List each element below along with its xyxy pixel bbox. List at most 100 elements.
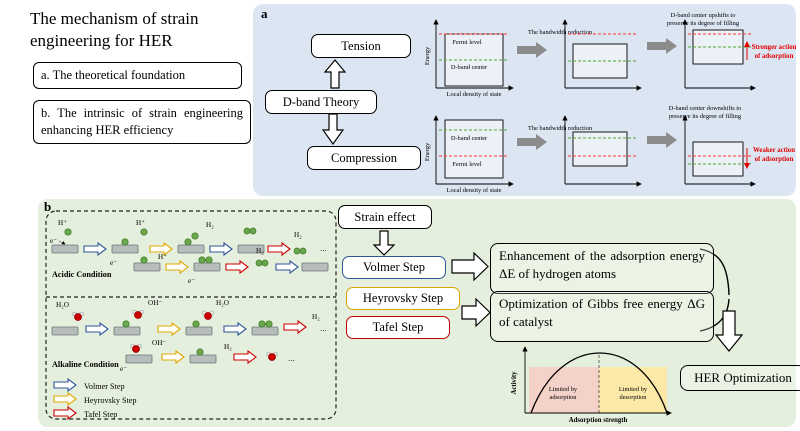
catalyst-slab: [113, 326, 141, 336]
h2-label: H₂: [224, 343, 232, 351]
catalyst-slab: [185, 326, 213, 336]
downshift-note-line1: D-band center downshifts to: [669, 105, 742, 112]
merge-bracket: [699, 248, 730, 332]
limited-by-adsorption-line2: adsorption: [550, 394, 578, 401]
arrow-steps-to-optimization-icon: [461, 297, 491, 328]
tafel-arrow-icon: [225, 260, 249, 274]
arrow-to-her-optimization-icon: [714, 310, 744, 352]
transition-arrow-icon: [647, 38, 677, 54]
h-atom-icon: [191, 232, 199, 240]
oh-label: OH⁻: [148, 299, 162, 307]
h2-label: H₂: [312, 313, 320, 321]
fermi-level-label: Fermi level: [452, 39, 482, 46]
step-legend: Volmer Step Heyrovsky Step Tafel Step: [53, 378, 137, 420]
alkaline-condition-scheme: H₂O OH⁻ H₂O H₂ ⋯: [51, 299, 327, 373]
volmer-arrow-icon: [53, 378, 77, 392]
transition-arrow-icon: [647, 132, 677, 148]
transition-arrow-icon: [517, 42, 547, 58]
upshift-note-line2: preserve its degree of filling: [667, 20, 740, 27]
tension-box: Tension: [311, 34, 411, 58]
volmer-arrow-icon: [275, 260, 299, 274]
h2-label: H₂: [256, 247, 264, 255]
h2o-label: H₂O: [56, 301, 69, 309]
panel-b-her-mechanism: b Strain effect Volmer Step Heyrovsky St…: [38, 199, 800, 427]
hplus-label: H⁺: [158, 253, 167, 261]
dos-diagram-compression-downshifted: [682, 115, 756, 187]
dos-diagram-compression-initial: Energy Local density of state D-band cen…: [424, 115, 514, 194]
h-atom-icon: [122, 320, 130, 328]
heyrovsky-arrow-icon: [161, 350, 185, 364]
catalyst-slab: [51, 326, 79, 336]
legend-volmer-label: Volmer Step: [84, 382, 125, 391]
catalyst-slab: [51, 244, 79, 254]
panel-a-label: a: [261, 6, 268, 21]
volmer-step-box: Volmer Step: [342, 256, 446, 279]
weaker-adsorption-line2: of adsorption: [755, 156, 794, 163]
stronger-adsorption-line1: Stronger action: [752, 44, 796, 51]
intro-item-a: a. The theoretical foundation: [33, 62, 242, 89]
h2-label: H₂: [206, 221, 214, 229]
tafel-arrow-icon: [53, 406, 77, 420]
transition-arrow-icon: [517, 134, 547, 150]
water-molecule-icon: [130, 343, 142, 353]
arrow-strain-to-volmer-icon: [372, 230, 396, 256]
dos-diagram-compression-narrowed: [562, 115, 642, 187]
bandwidth-reduction-label: The bandwidth reduction: [528, 125, 593, 132]
panel-b-label: b: [44, 199, 52, 214]
arrow-up-to-tension-icon: [323, 59, 347, 89]
catalyst-slab: [251, 326, 279, 336]
figure-title: The mechanism of strain engineering for …: [30, 9, 199, 51]
hplus-label: H⁺: [58, 219, 67, 227]
compression-box: Compression: [307, 146, 421, 170]
energy-axis-label: Energy: [424, 142, 431, 161]
hplus-label: H⁺: [136, 219, 145, 227]
ellipsis-label: ⋯: [320, 247, 327, 255]
electron-label: e⁻: [50, 237, 57, 245]
electron-label: e⁻: [188, 277, 195, 285]
h-atom-icon: [192, 320, 200, 328]
h2-molecule-icon: [293, 247, 307, 255]
panel-a-diagrams: Energy Local density of state Fermi leve…: [321, 12, 796, 194]
legend-tafel-label: Tafel Step: [84, 410, 117, 419]
dband-center-label: D-band center: [451, 64, 488, 71]
strain-effect-box: Strain effect: [338, 205, 432, 229]
catalyst-slab: [189, 354, 217, 364]
catalyst-slab: [133, 262, 161, 272]
volcano-curve: [530, 352, 668, 414]
water-molecule-icon: [132, 309, 144, 319]
acidic-condition-scheme: H⁺ e⁻ H⁺ e⁻ H₂ H₂: [50, 219, 329, 285]
upshift-note-line1: D-band center upshifts to: [671, 12, 736, 19]
catalyst-slab: [193, 262, 221, 272]
volmer-arrow-icon: [85, 322, 109, 336]
acidic-condition-label: Acidic Condition: [52, 270, 112, 279]
stronger-adsorption-line2: of adsorption: [755, 53, 794, 60]
weaker-adsorption-line1: Weaker action: [753, 147, 795, 154]
h-atom-icon: [184, 238, 192, 246]
arrow-down-to-compression-icon: [321, 113, 345, 146]
ellipsis-label: ⋯: [288, 357, 295, 365]
tafel-arrow-icon: [283, 320, 307, 334]
tafel-step-box: Tafel Step: [346, 316, 450, 339]
catalyst-slab: [111, 244, 139, 254]
h-atom-icon: [205, 256, 213, 264]
activity-axis-label: Activity: [511, 371, 518, 395]
water-molecule-icon: [266, 351, 278, 361]
h-atom-icon: [140, 256, 148, 264]
heyrovsky-step-box: Heyrovsky Step: [346, 287, 460, 310]
dos-diagram-tension-narrowed: [562, 19, 642, 91]
electron-label: e⁻: [110, 259, 117, 267]
ldos-axis-label: Local density of state: [447, 187, 502, 194]
heyrovsky-arrow-icon: [53, 392, 77, 406]
mechanism-dashed-box: [45, 210, 337, 420]
dband-theory-box: D-band Theory: [265, 90, 377, 114]
volcano-plot: Activity Adsorption strength Limited by …: [511, 346, 672, 424]
h-atom-icon: [140, 228, 148, 236]
h2-label: H₂: [294, 231, 302, 239]
dos-diagram-tension-upshifted: [682, 19, 756, 91]
volmer-arrow-icon: [223, 322, 247, 336]
volmer-arrow-icon: [209, 242, 233, 256]
h2-molecule-icon: [255, 259, 269, 267]
dos-diagram-tension-initial: Energy Local density of state Fermi leve…: [424, 19, 514, 98]
optimization-box: Optimization of Gibbs free energy ΔG of …: [490, 291, 714, 342]
arrow-volmer-to-enhancement-icon: [451, 251, 489, 282]
